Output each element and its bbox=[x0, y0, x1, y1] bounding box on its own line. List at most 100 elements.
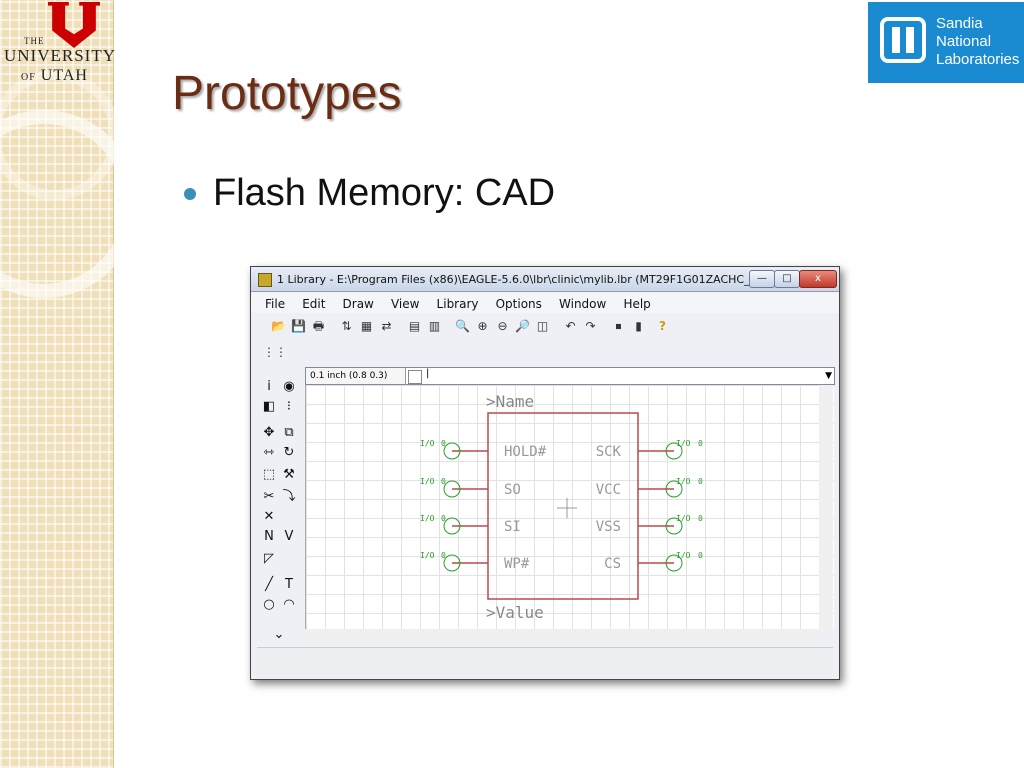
pin-swap-text: 0 bbox=[698, 439, 703, 448]
menu-view[interactable]: View bbox=[390, 297, 420, 311]
menu-edit[interactable]: Edit bbox=[302, 297, 326, 311]
window-titlebar[interactable]: 1 Library - E:\Program Files (x86)\EAGLE… bbox=[251, 267, 839, 292]
mirror-icon[interactable]: ⇿ bbox=[263, 445, 275, 460]
display-icon[interactable]: ◧ bbox=[262, 399, 276, 414]
mark-icon[interactable]: ⁝ bbox=[286, 399, 292, 414]
close-button[interactable]: x bbox=[799, 270, 837, 288]
show-icon[interactable]: ◉ bbox=[283, 379, 295, 394]
grid-coordinate-readout: 0.1 inch (0.8 0.3) bbox=[306, 368, 406, 384]
pin-origin-circle bbox=[665, 517, 683, 535]
pin-swap-text: 0 bbox=[698, 551, 703, 560]
pin-direction-text: I/O bbox=[420, 514, 435, 523]
text-icon[interactable]: T bbox=[285, 577, 293, 592]
left-pin-label: SI bbox=[504, 519, 521, 535]
horizontal-scrollbar[interactable] bbox=[305, 629, 819, 643]
menu-file[interactable]: File bbox=[265, 297, 286, 311]
open-icon[interactable]: 📂 bbox=[271, 319, 286, 333]
window-title: 1 Library - E:\Program Files (x86)\EAGLE… bbox=[277, 273, 781, 286]
menu-window[interactable]: Window bbox=[559, 297, 607, 311]
command-input[interactable]: | bbox=[426, 368, 430, 379]
help-icon[interactable]: ? bbox=[659, 319, 666, 333]
sandia-line-2: National bbox=[936, 33, 992, 50]
save-icon[interactable]: 💾 bbox=[291, 319, 306, 333]
secondary-toolbar: ⋮⋮ bbox=[257, 341, 287, 363]
main-toolbar: 📂 💾 🖶 ⇅ ▦ ⇄ ▤ ▥ 🔍 ⊕ ⊖ 🔎 ◫ ↶ ↷ ⏹ ▮? bbox=[257, 315, 833, 339]
menu-help[interactable]: Help bbox=[623, 297, 651, 311]
move-icon[interactable]: ✥ bbox=[263, 425, 275, 440]
wire-icon[interactable]: ╱ bbox=[265, 577, 273, 592]
utah-logo-utah: UTAH bbox=[40, 67, 88, 84]
pin-direction-text: I/O bbox=[676, 514, 691, 523]
minimize-button[interactable]: — bbox=[749, 270, 775, 288]
pin-origin-circle bbox=[443, 517, 461, 535]
split-icon[interactable]: ◸ bbox=[264, 551, 274, 566]
right-pin-label: VCC bbox=[596, 482, 621, 498]
change-icon[interactable]: ⚒ bbox=[283, 467, 295, 482]
pin-swap-text: 0 bbox=[698, 477, 703, 486]
utah-logo-of: OF bbox=[21, 72, 36, 83]
redraw-icon[interactable]: ◫ bbox=[536, 319, 549, 333]
pin-origin-circle bbox=[443, 554, 461, 572]
redo-icon[interactable]: ↷ bbox=[585, 319, 596, 333]
more-icon[interactable]: ⌄ bbox=[273, 627, 285, 642]
pin-origin-circle bbox=[443, 442, 461, 460]
print-icon[interactable]: 🖶 bbox=[312, 319, 325, 333]
sandia-line-1: Sandia bbox=[936, 15, 983, 32]
board-icon[interactable]: ▦ bbox=[360, 319, 373, 333]
circle-icon[interactable]: ○ bbox=[263, 597, 275, 612]
pin-swap-text: 0 bbox=[441, 551, 446, 560]
pin-swap-text: 0 bbox=[441, 439, 446, 448]
sandia-thunderbird-icon bbox=[880, 17, 926, 63]
go-icon[interactable]: ▮ bbox=[635, 319, 642, 333]
menu-draw[interactable]: Draw bbox=[342, 297, 374, 311]
ulp-icon[interactable]: ▤ bbox=[408, 319, 421, 333]
stop-icon[interactable]: ⏹ bbox=[615, 319, 622, 333]
pin-direction-text: I/O bbox=[676, 551, 691, 560]
right-pin-label: CS bbox=[604, 556, 621, 572]
pin-direction-text: I/O bbox=[676, 477, 691, 486]
script-icon[interactable]: ⇄ bbox=[381, 319, 392, 333]
pin-direction-text: I/O bbox=[420, 439, 435, 448]
pin-direction-text: I/O bbox=[420, 477, 435, 486]
copy-icon[interactable]: ⧉ bbox=[284, 425, 294, 440]
cam-icon[interactable]: ⇅ bbox=[341, 319, 352, 333]
library-icon[interactable]: ▥ bbox=[428, 319, 441, 333]
slide-title: Prototypes bbox=[172, 67, 402, 120]
maximize-button[interactable]: □ bbox=[774, 270, 800, 288]
cut-icon[interactable]: ✂ bbox=[263, 489, 275, 504]
pin-origin-circle bbox=[665, 442, 683, 460]
delete-icon[interactable]: ✕ bbox=[263, 509, 275, 524]
utah-logo-of-utah: OF UTAH bbox=[21, 67, 88, 85]
symbol-value-label: >Value bbox=[486, 603, 544, 622]
rotate-icon[interactable]: ↻ bbox=[283, 445, 295, 460]
group-icon[interactable]: ⬚ bbox=[262, 467, 276, 482]
value-icon[interactable]: V bbox=[284, 529, 294, 544]
command-checkbox[interactable] bbox=[408, 370, 422, 384]
sandia-logo: Sandia National Laboratories bbox=[868, 2, 1024, 83]
grid-dots-icon[interactable]: ⋮⋮ bbox=[263, 345, 287, 359]
sandia-logo-text: Sandia National Laboratories bbox=[936, 15, 1019, 69]
menu-library[interactable]: Library bbox=[436, 297, 479, 311]
zoom-out-icon[interactable]: ⊖ bbox=[497, 319, 508, 333]
pin-direction-text: I/O bbox=[420, 551, 435, 560]
zoom-in-icon[interactable]: ⊕ bbox=[477, 319, 488, 333]
zoom-fit-icon[interactable]: 🔍 bbox=[455, 319, 470, 333]
left-pin-label: WP# bbox=[504, 556, 530, 572]
zoom-select-icon[interactable]: 🔎 bbox=[515, 319, 530, 333]
menu-options[interactable]: Options bbox=[495, 297, 542, 311]
paste-icon[interactable]: ⤵ bbox=[282, 489, 296, 504]
symbol-body-outline bbox=[487, 412, 639, 600]
symbol-name-label: >Name bbox=[486, 392, 534, 411]
arc-icon[interactable]: ◠ bbox=[283, 597, 295, 612]
right-pin-label: VSS bbox=[596, 519, 621, 535]
chevron-down-icon[interactable]: ▼ bbox=[825, 371, 832, 381]
vertical-scrollbar[interactable] bbox=[819, 385, 833, 629]
name-icon[interactable]: N bbox=[264, 529, 274, 544]
pin-swap-text: 0 bbox=[441, 477, 446, 486]
info-icon[interactable]: i bbox=[267, 379, 271, 394]
undo-icon[interactable]: ↶ bbox=[565, 319, 576, 333]
command-bar: 0.1 inch (0.8 0.3) | ▼ bbox=[305, 367, 835, 385]
